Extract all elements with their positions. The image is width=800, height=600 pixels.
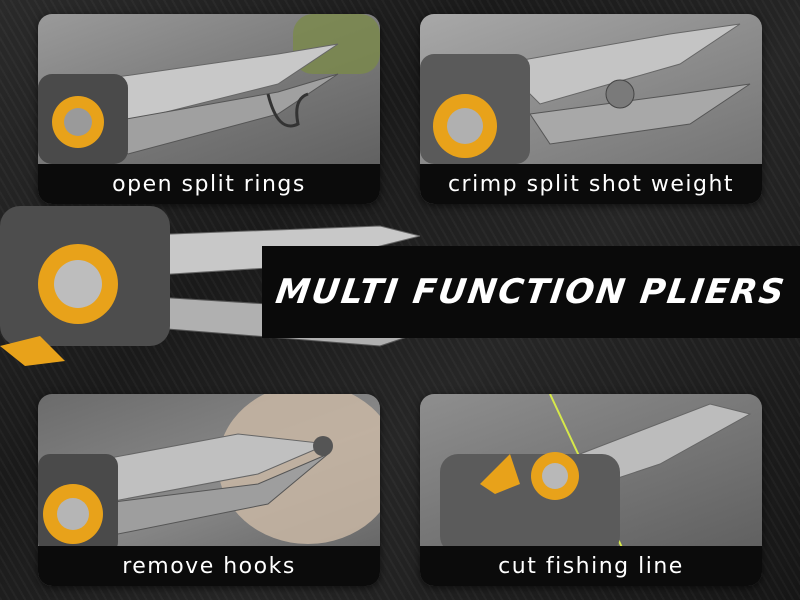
caption-crimp-split-shot: crimp split shot weight xyxy=(420,164,762,204)
pivot-screw xyxy=(542,463,568,489)
pliers-body xyxy=(440,454,620,554)
main-pivot-screw xyxy=(54,260,102,308)
caption-cut-fishing-line: cut fishing line xyxy=(420,546,762,586)
pliers-jaw-upper xyxy=(498,23,741,105)
treble-hook xyxy=(266,92,309,128)
title-banner: MULTI FUNCTION PLIERS xyxy=(262,246,800,338)
pliers-split-ring-illustration xyxy=(38,14,380,164)
split-shot-weight xyxy=(605,79,635,109)
gold-spring-lever xyxy=(480,454,520,494)
pivot-screw xyxy=(64,108,92,136)
gold-spring-lever xyxy=(0,336,65,366)
hook-eye xyxy=(313,436,333,456)
panel-crimp-split-shot: crimp split shot weight xyxy=(420,14,762,204)
pivot-screw xyxy=(447,108,483,144)
panel-remove-hooks: remove hooks xyxy=(38,394,380,586)
caption-open-split-rings: open split rings xyxy=(38,164,380,204)
panel-open-split-rings: open split rings xyxy=(38,14,380,204)
panel-cut-fishing-line: cut fishing line xyxy=(420,394,762,586)
caption-remove-hooks: remove hooks xyxy=(38,546,380,586)
pliers-crimp-illustration xyxy=(420,23,751,164)
banner-title: MULTI FUNCTION PLIERS xyxy=(273,272,789,312)
pliers-remove-hooks-illustration xyxy=(38,394,380,554)
pliers-cut-line-illustration xyxy=(440,394,752,586)
pivot-screw xyxy=(57,498,89,530)
pliers-jaw-lower xyxy=(529,83,751,145)
